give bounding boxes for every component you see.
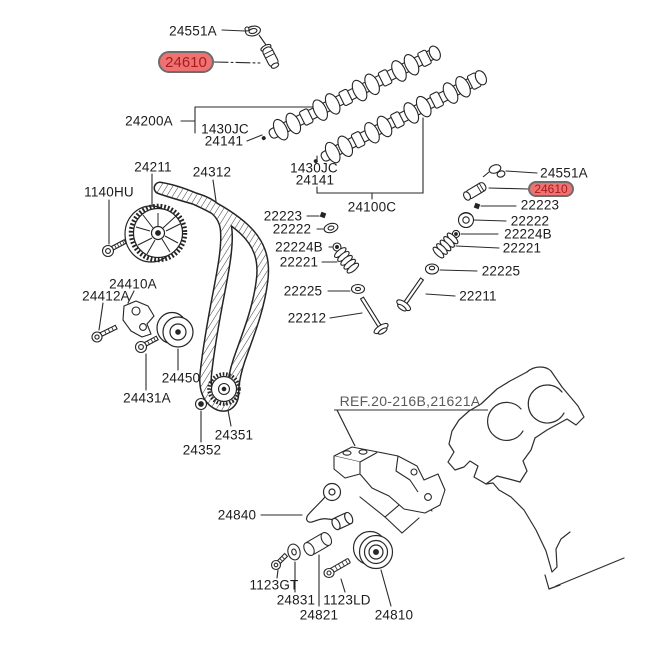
ref-underline (334, 409, 488, 447)
valve-parts-middle (319, 211, 389, 335)
nut-24352 (194, 397, 208, 411)
cylinder-bore-2 (527, 384, 565, 424)
valve-22211 (396, 277, 425, 312)
part-label-24100C: 24100C (347, 199, 397, 215)
retainer-22222-1 (323, 222, 339, 234)
cylinder-bore-1 (487, 401, 524, 441)
timing-belt-24312 (153, 181, 270, 412)
spring-seat-22223-2 (473, 202, 481, 210)
bolt-24551A-right (482, 164, 506, 178)
part-label-24410A: 24410A (109, 276, 157, 292)
part-label-24352: 24352 (182, 442, 222, 458)
part-label-22225-1: 22225 (283, 283, 323, 299)
tensioner-arm-24840 (306, 482, 354, 531)
part-label-24141-1: 24141 (204, 133, 244, 149)
part-label-24551A-left: 24551A (169, 23, 217, 39)
bolt-24431A (134, 335, 159, 354)
part-label-22224B-2: 22224B (504, 226, 552, 242)
valve-spring-22221-2 (432, 232, 459, 259)
part-label-1123GT: 1123GT (249, 577, 299, 593)
part-label-1430JC-2: 1430JC (290, 160, 338, 176)
valve-22212 (359, 296, 389, 335)
part-label-24211: 24211 (134, 159, 172, 175)
spring-seat-22223-1 (319, 211, 327, 219)
part-label-24431A: 24431A (123, 390, 171, 406)
part-label-1430JC-1: 1430JC (201, 121, 249, 137)
tensioner-pulley-24450 (156, 311, 194, 348)
part-label-1140HU: 1140HU (84, 184, 134, 200)
part-label-24412A: 24412A (82, 288, 130, 304)
bolt-1140HU (101, 238, 127, 258)
camshaft-sprocket-24211 (124, 203, 188, 263)
engine-block-outline (447, 366, 625, 590)
part-label-1123LD: 1123LD (323, 592, 371, 608)
part-label-22224B-1: 22224B (275, 239, 323, 255)
ref-callout-label: REF.20-216B,21621A (339, 393, 481, 409)
part-label-24351: 24351 (214, 427, 254, 443)
idler-pulley-24810 (352, 530, 394, 570)
engine-mount-bracket (333, 446, 446, 514)
part-label-22221-2: 22221 (502, 240, 542, 256)
leader-lines (98, 29, 538, 607)
part-label-22222-2: 22222 (510, 213, 550, 229)
part-label-24450: 24450 (161, 370, 201, 386)
part-label-24141-2: 24141 (295, 172, 335, 188)
highlighted-part-label-24610-right[interactable]: 24610 (528, 181, 574, 197)
part-label-24551A-right: 24551A (540, 165, 588, 181)
bolt-1123LD (323, 558, 351, 579)
bolt-24551A-left (244, 25, 267, 46)
part-label-22225-2: 22225 (481, 263, 521, 279)
bolt-1123GT (270, 552, 289, 571)
highlighted-part-label-24610-left[interactable]: 24610 (158, 51, 214, 73)
lash-adjuster-24610-right (462, 182, 487, 201)
part-label-24200A: 24200A (125, 113, 173, 129)
lash-adjuster-24610-left (260, 43, 280, 69)
part-label-24831: 24831 (276, 592, 316, 608)
valve-parts-right (396, 164, 506, 312)
part-label-22221-1: 22221 (279, 254, 319, 270)
valve-seal-22225-2 (424, 263, 440, 275)
part-label-22211: 22211 (459, 288, 497, 304)
tensioner-arm-24410A (122, 300, 155, 338)
retainer-22222-2 (457, 211, 475, 229)
valve-seal-22225-1 (350, 283, 366, 295)
washer-24831 (287, 543, 301, 561)
camshaft-2 (313, 70, 488, 164)
bolt-24412A (91, 324, 118, 343)
part-label-24821: 24821 (299, 607, 339, 623)
spacer-24821 (303, 531, 333, 557)
part-label-24840: 24840 (217, 507, 257, 523)
part-label-22222-1: 22222 (272, 221, 312, 237)
part-label-24312: 24312 (192, 164, 232, 180)
crank-sprocket-24351 (207, 372, 241, 406)
part-label-22223-1: 22223 (263, 208, 303, 224)
part-label-22223-2: 22223 (520, 197, 560, 213)
camshaft-1 (261, 45, 441, 141)
part-label-24810: 24810 (374, 607, 414, 623)
valve-spring-22221-1 (333, 247, 360, 274)
part-label-22212: 22212 (287, 310, 327, 326)
